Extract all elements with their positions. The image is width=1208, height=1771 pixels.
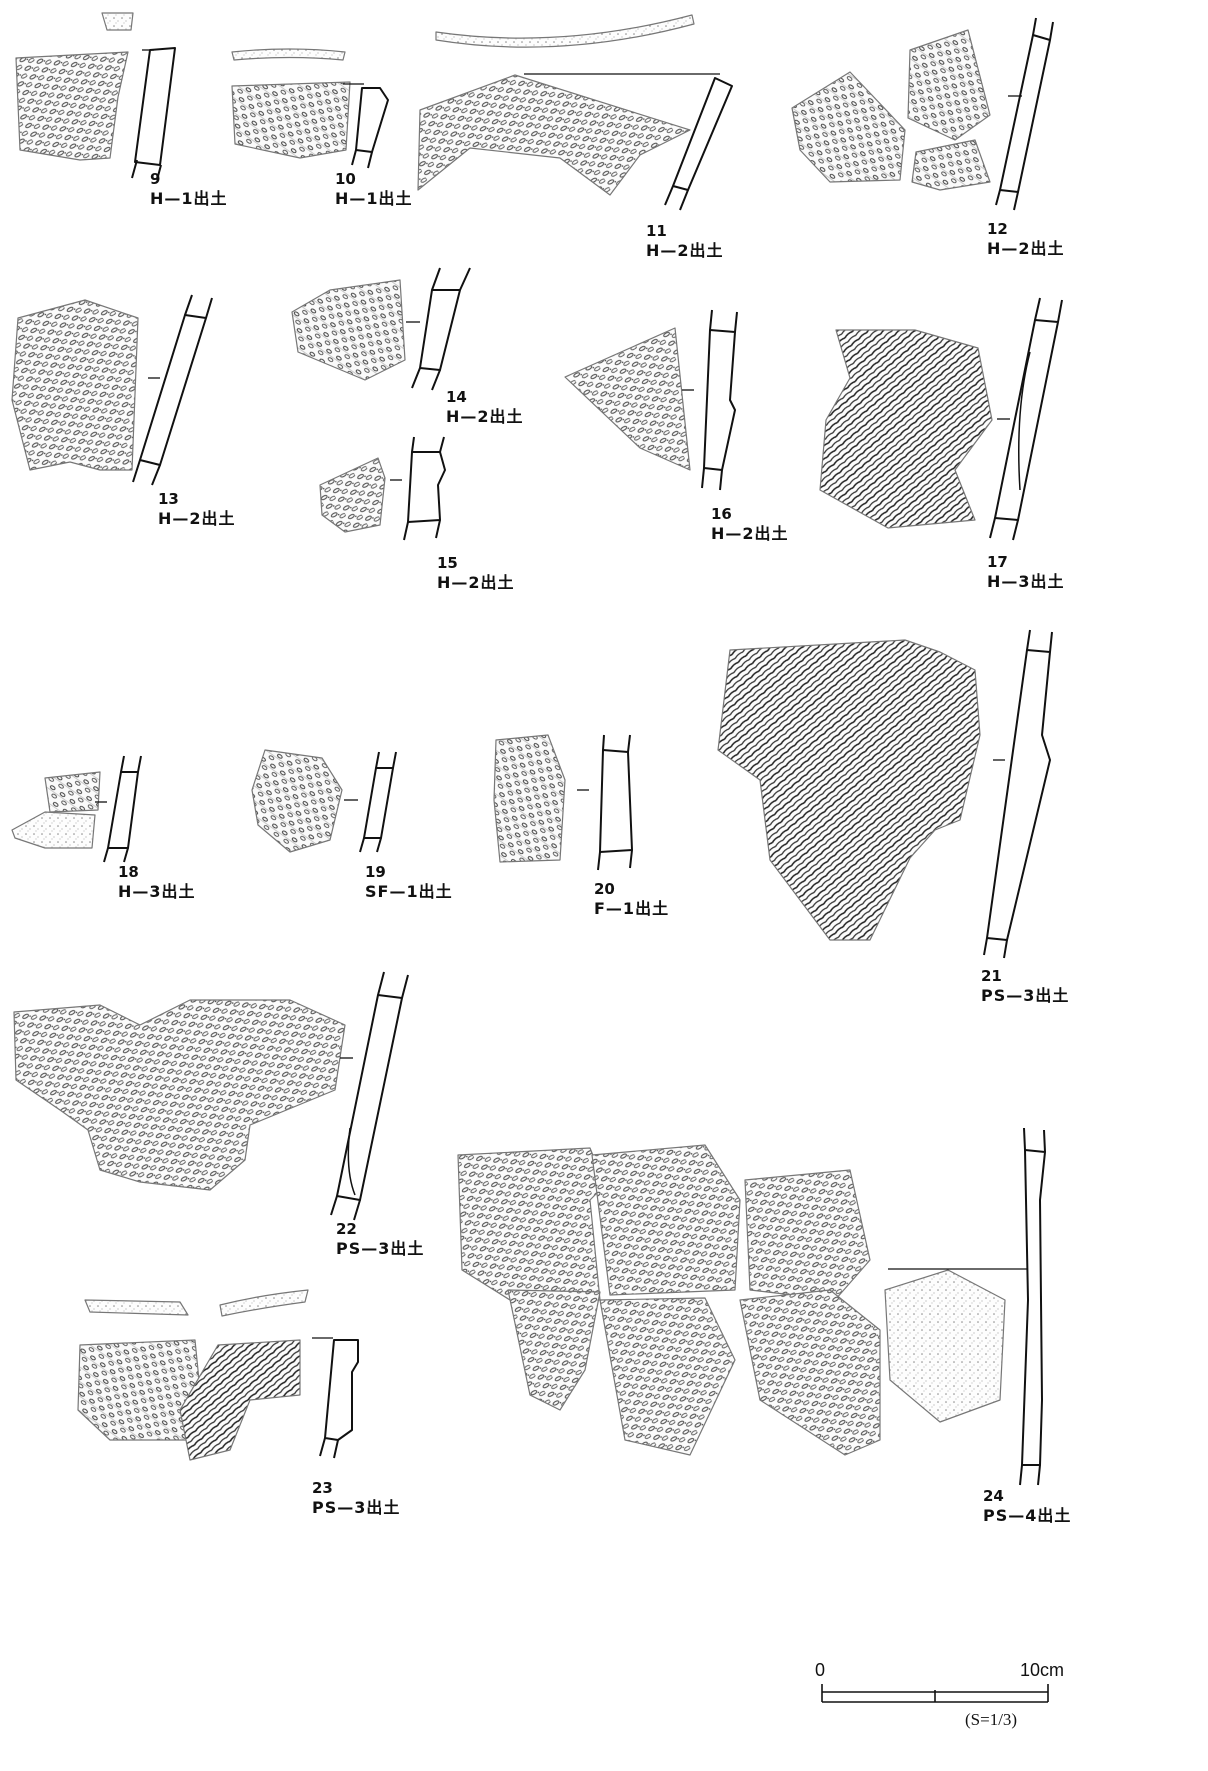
fig-11-profile — [524, 73, 733, 211]
fig-10-sherd — [231, 48, 351, 159]
figure-number: 9 — [150, 170, 161, 188]
figure-number: 23 — [312, 1479, 333, 1497]
fig-20-sherd — [493, 734, 566, 863]
fig-17-profile — [989, 297, 1063, 541]
figure-number: 17 — [987, 553, 1008, 571]
caption-fig-11: 11 H—2出土 — [646, 222, 724, 260]
caption-fig-15: 15 H—2出土 — [437, 554, 515, 592]
caption-fig-17: 17 H—3出土 — [987, 553, 1065, 591]
figure-provenance: H—3出土 — [987, 572, 1065, 591]
caption-fig-23: 23 PS—3出土 — [312, 1479, 400, 1517]
fig-17-sherd — [819, 329, 993, 529]
fig-21-profile — [983, 629, 1053, 959]
fig-19-sherd — [251, 749, 343, 853]
figure-provenance: PS—4出土 — [983, 1506, 1072, 1525]
profile-drawings — [95, 17, 1063, 1486]
figure-number: 22 — [336, 1220, 357, 1238]
fig-16-profile — [682, 309, 738, 491]
fig-12-sherd — [791, 29, 991, 191]
figure-number: 20 — [594, 880, 615, 898]
caption-fig-9: 9 H—1出土 — [150, 170, 228, 208]
figure-provenance: SF—1出土 — [365, 882, 453, 901]
caption-fig-13: 13 H—2出土 — [158, 490, 236, 528]
caption-fig-10: 10 H—1出土 — [335, 170, 413, 208]
figure-provenance: H—1出土 — [335, 189, 413, 208]
figure-number: 21 — [981, 967, 1002, 985]
figure-provenance: H—2出土 — [646, 241, 724, 260]
caption-fig-20: 20 F—1出土 — [594, 880, 669, 918]
fig-12-profile — [995, 17, 1054, 211]
figure-provenance: H—2出土 — [711, 524, 789, 543]
figure-number: 10 — [335, 170, 356, 188]
fig-9-profile — [131, 47, 176, 181]
fig-10-profile — [343, 83, 389, 169]
caption-fig-21: 21 PS—3出土 — [981, 967, 1069, 1005]
fig-22-profile — [330, 971, 409, 1221]
fig-18-profile — [95, 755, 142, 863]
fig-14-profile — [406, 267, 471, 391]
caption-fig-14: 14 H—2出土 — [446, 388, 524, 426]
figure-number: 14 — [446, 388, 467, 406]
figure-provenance: H—2出土 — [987, 239, 1065, 258]
scale-ratio-label: (S=1/3) — [965, 1710, 1018, 1729]
fig-9-sherd — [15, 12, 134, 161]
figure-number: 18 — [118, 863, 139, 881]
figure-number: 16 — [711, 505, 732, 523]
fig-23-profile — [312, 1337, 359, 1459]
fig-13-sherd — [11, 299, 139, 471]
figure-number: 11 — [646, 222, 667, 240]
caption-fig-12: 12 H—2出土 — [987, 220, 1065, 258]
fig-20-profile — [577, 734, 633, 871]
fig-11-sherd — [417, 14, 695, 196]
figure-number: 15 — [437, 554, 458, 572]
fig-15-sherd — [319, 457, 386, 533]
fig-18-sherd — [11, 771, 101, 849]
fig-19-profile — [344, 751, 397, 853]
caption-fig-22: 22 PS—3出土 — [336, 1220, 424, 1258]
caption-fig-16: 16 H—2出土 — [711, 505, 789, 543]
fig-15-profile — [390, 436, 446, 541]
fig-16-sherd — [564, 327, 691, 471]
caption-fig-24: 24 PS—4出土 — [983, 1487, 1071, 1525]
fig-24-sherd — [457, 1144, 1006, 1456]
figure-number: 13 — [158, 490, 179, 508]
fig-22-sherd — [13, 999, 346, 1191]
figure-provenance: PS—3出土 — [336, 1239, 425, 1258]
fig-14-sherd — [291, 279, 406, 381]
scale-end-label: 10cm — [1020, 1660, 1065, 1680]
caption-fig-18: 18 H—3出土 — [118, 863, 196, 901]
scale-start-label: 0 — [815, 1660, 826, 1680]
figure-provenance: PS—3出土 — [981, 986, 1070, 1005]
figure-provenance: PS—3出土 — [312, 1498, 401, 1517]
figure-provenance: H—1出土 — [150, 189, 228, 208]
fig-23-sherd — [77, 1289, 309, 1461]
fig-21-sherd — [717, 639, 981, 941]
figure-provenance: H—3出土 — [118, 882, 196, 901]
figure-provenance: F—1出土 — [594, 899, 670, 918]
figure-provenance: H—2出土 — [437, 573, 515, 592]
fig-24-profile — [888, 1127, 1046, 1486]
fig-13-profile — [132, 294, 213, 486]
figure-provenance: H—2出土 — [158, 509, 236, 528]
figure-number: 24 — [983, 1487, 1004, 1505]
figure-number: 19 — [365, 863, 386, 881]
caption-fig-19: 19 SF—1出土 — [365, 863, 453, 901]
figure-provenance: H—2出土 — [446, 407, 524, 426]
scale-bar — [821, 1684, 1049, 1703]
figure-number: 12 — [987, 220, 1008, 238]
